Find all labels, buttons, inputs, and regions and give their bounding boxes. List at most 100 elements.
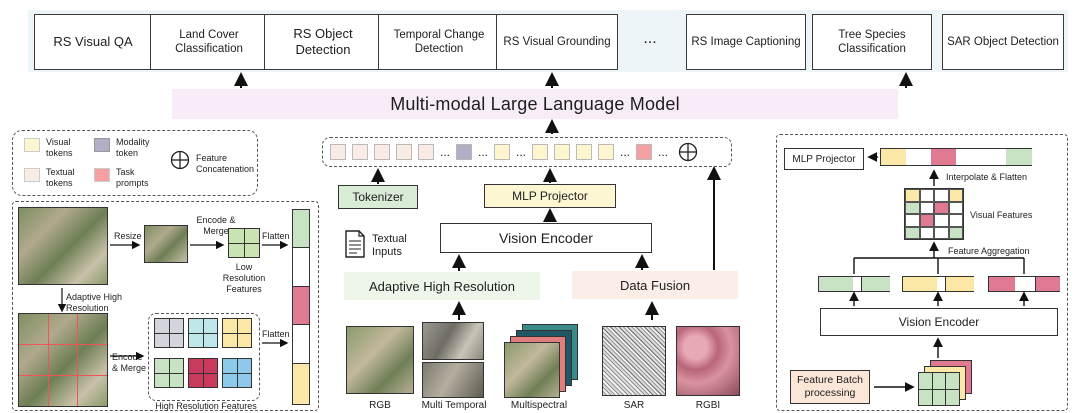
visual-feature-cell <box>905 226 920 239</box>
sequence-token <box>598 144 614 160</box>
feature-row-green <box>818 276 890 292</box>
input-rgbi-image <box>676 326 740 396</box>
sequence-token <box>494 144 510 160</box>
right-mlp-projector-box: MLP Projector <box>784 148 864 170</box>
visual-feature-cell <box>948 226 963 239</box>
visual-features-grid <box>904 188 964 240</box>
vision-encoder-box: Vision Encoder <box>440 223 652 253</box>
encode-merge2-label: Encode & Merge <box>112 352 147 373</box>
high-res-feature-grid <box>222 358 252 388</box>
sequence-token <box>374 144 390 160</box>
visual-feature-cell <box>948 189 963 202</box>
encode-merge-label: Encode & Merge <box>196 215 236 236</box>
legend-box <box>12 130 258 196</box>
visual-feature-cell <box>934 214 949 227</box>
high-res-label: High Resolution Features <box>155 401 257 411</box>
visual-feature-cell <box>948 214 963 227</box>
sequence-ellipsis: ... <box>516 145 527 159</box>
sequence-ellipsis: ... <box>440 145 451 159</box>
flattened-token-column <box>292 209 310 405</box>
adaptive-high-res-label: Adaptive High Resolution <box>66 292 123 313</box>
visual-feature-cell <box>919 201 934 214</box>
document-icon <box>344 230 366 258</box>
sequence-token <box>554 144 570 160</box>
visual-feature-cell <box>905 189 920 202</box>
concat-icon <box>170 150 190 170</box>
sequence-token <box>396 144 412 160</box>
textual-inputs-label: Textual Inputs <box>372 233 407 258</box>
data-fusion-label: Data Fusion <box>619 277 691 293</box>
low-res-grid <box>228 228 260 258</box>
sequence-ellipsis: ... <box>658 145 669 159</box>
task-image-captioning: RS Image Captioning <box>686 14 806 70</box>
sequence-token <box>532 144 548 160</box>
input-temporal-image-1 <box>422 322 484 360</box>
batch-stack-green <box>918 372 960 406</box>
sequence-token <box>576 144 592 160</box>
input-sar-image <box>602 326 666 396</box>
task-rs-object-detection: RS Object Detection <box>264 14 382 70</box>
task-sar-object: SAR Object Detection <box>942 14 1064 70</box>
sequence-ellipsis: ... <box>620 145 631 159</box>
high-res-feature-grid <box>188 358 218 388</box>
satellite-image-rgb-large <box>18 207 108 285</box>
feature-row-pink <box>988 276 1060 292</box>
legend-visual-label: Visual tokens <box>46 137 73 158</box>
llm-label: Multi-modal Large Language Model <box>390 93 680 114</box>
input-multispectral-layer-1 <box>504 342 560 398</box>
high-res-feature-grid <box>188 318 218 348</box>
data-fusion-box: Data Fusion <box>572 271 738 299</box>
right-vision-encoder-box: Vision Encoder <box>820 308 1058 336</box>
visual-features-label: Visual Features <box>970 210 1033 220</box>
satellite-image-resized <box>144 225 188 263</box>
token-sequence-box <box>322 137 732 167</box>
legend-task-label: Task prompts <box>116 167 149 188</box>
visual-feature-cell <box>934 226 949 239</box>
adaptive-hr-label: Adaptive High Resolution <box>369 278 515 294</box>
legend-visual-swatch <box>24 138 40 152</box>
input-rgbi-label: RGBI <box>695 400 721 411</box>
legend-textual-swatch <box>24 168 40 182</box>
tokenizer-box: Tokenizer <box>338 185 418 209</box>
high-res-group <box>148 313 260 401</box>
feature-batch-label: Feature Batch processing <box>797 374 863 399</box>
feature-aggregation-label: Feature Aggregation <box>948 246 1030 256</box>
vision-encoder-label: Vision Encoder <box>499 230 593 246</box>
flatten-bottom-label: Flatten <box>262 329 290 339</box>
mlp-projector-label: MLP Projector <box>512 189 588 203</box>
interpolate-flatten-label: Interpolate & Flatten <box>946 172 1028 182</box>
concat-icon <box>678 142 698 167</box>
resize-label: Resize <box>114 231 142 241</box>
task-land-cover: Land Cover Classification <box>150 14 268 70</box>
input-sar-label: SAR <box>623 400 645 411</box>
task-ellipsis: ... <box>643 30 657 47</box>
task-visual-grounding: RS Visual Grounding <box>496 14 618 70</box>
right-mlp-projector-label: MLP Projector <box>792 153 856 165</box>
legend-modality-label: Modality token <box>116 137 150 158</box>
task-temporal-change: Temporal Change Detection <box>378 14 500 70</box>
mlp-projector-box: MLP Projector <box>484 184 616 208</box>
input-temporal-image-2 <box>422 362 484 398</box>
input-rgb-image <box>346 326 414 394</box>
visual-feature-cell <box>919 214 934 227</box>
task-tree-species: Tree Species Classification <box>812 14 932 70</box>
feature-row-yellow <box>902 276 974 292</box>
input-temporal-label: Multi Temporal <box>421 400 487 411</box>
high-res-feature-grid <box>222 318 252 348</box>
adaptive-hr-box: Adaptive High Resolution <box>344 272 540 300</box>
high-res-feature-grid <box>154 358 184 388</box>
sequence-token <box>636 144 652 160</box>
legend-concat-label: Feature Concatenation <box>196 153 255 174</box>
left-panel <box>12 201 319 411</box>
legend-task-swatch <box>94 168 110 182</box>
right-panel <box>776 134 1068 411</box>
input-multispectral-label: Multispectral <box>510 400 568 411</box>
visual-feature-cell <box>934 201 949 214</box>
right-token-row <box>880 148 1032 166</box>
feature-batch-box: Feature Batch processing <box>790 370 870 404</box>
sequence-token <box>352 144 368 160</box>
legend-modality-swatch <box>94 138 110 152</box>
flatten-top-label: Flatten <box>262 231 290 241</box>
visual-feature-cell <box>948 201 963 214</box>
tokenizer-label: Tokenizer <box>352 190 404 204</box>
